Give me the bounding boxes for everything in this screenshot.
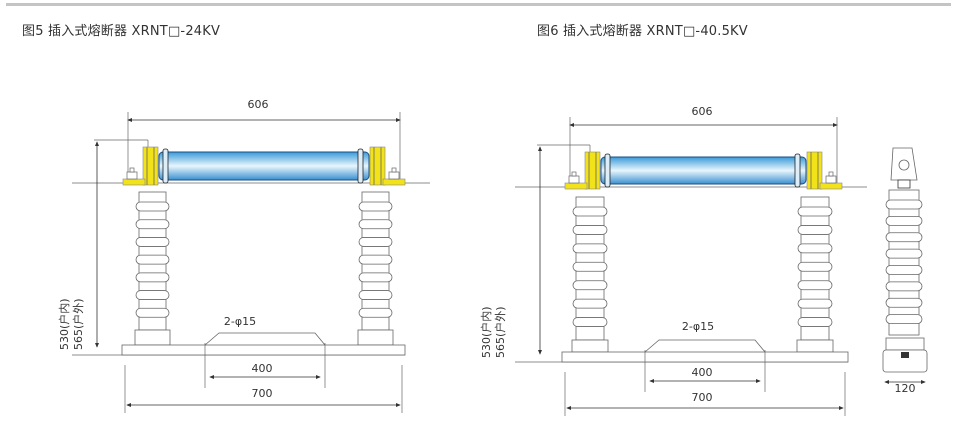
insulator-shed xyxy=(358,219,393,230)
dim-700: 700 xyxy=(252,387,273,400)
bracket-foot xyxy=(122,178,146,186)
tube-end-cap xyxy=(357,148,364,184)
insulator-shed xyxy=(797,317,833,327)
insulator-shed xyxy=(135,237,170,247)
dim-400: 400 xyxy=(692,366,713,379)
fuse-tube xyxy=(600,156,807,185)
insulator-shed xyxy=(135,219,170,230)
insulator-shed xyxy=(797,243,833,254)
height-outdoor: 565(户外) xyxy=(71,298,85,350)
dim-606: 606 xyxy=(692,105,713,118)
bolt-nut xyxy=(568,175,580,184)
insulator-shed xyxy=(885,297,923,308)
bolt-head xyxy=(391,167,397,173)
side-plate xyxy=(882,349,928,373)
height-outdoor: 565(户外) xyxy=(493,306,507,358)
insulator-body xyxy=(888,189,920,336)
insulator-shed xyxy=(797,206,833,217)
insulator-base xyxy=(796,339,834,353)
insulator-shed xyxy=(885,265,923,275)
insulator-base xyxy=(571,339,609,353)
insulator-shed xyxy=(885,281,923,292)
figure5-caption: 图5 插入式熔断器 XRNT□-24KV xyxy=(22,24,221,39)
insulator-shed xyxy=(572,206,608,217)
dim-400: 400 xyxy=(252,362,273,375)
insulator-shed xyxy=(572,298,608,309)
insulator-shed xyxy=(797,280,833,291)
bolt-head xyxy=(828,171,834,177)
insulator-shed xyxy=(135,201,170,212)
insulator-base xyxy=(134,329,171,346)
height-indoor: 530(户内) xyxy=(479,306,493,358)
base-plate xyxy=(121,344,406,356)
insulator-base xyxy=(357,329,394,346)
bolt-nut xyxy=(825,175,837,184)
figure6-drawing: 606 2-φ15 400 700 530(户内) 565(户外) 120 xyxy=(479,105,928,416)
height-indoor: 530(户内) xyxy=(57,298,71,350)
mounting-holes xyxy=(204,332,326,346)
side-contact-head xyxy=(890,147,918,181)
insulator-shed xyxy=(885,215,923,226)
insulator-shed xyxy=(358,201,393,212)
insulator-shed xyxy=(358,237,393,247)
side-contact-ring xyxy=(898,159,910,171)
insulator-shed xyxy=(135,254,170,265)
side-bolt xyxy=(901,352,909,358)
top-divider xyxy=(6,3,951,6)
bolt-head xyxy=(129,167,135,173)
tube-end-cap xyxy=(162,148,169,184)
insulator-shed xyxy=(358,272,393,283)
bracket-foot xyxy=(819,182,843,190)
side-contact-stem xyxy=(897,179,911,189)
insulator-shed xyxy=(572,243,608,254)
tube-end-cap xyxy=(604,153,611,188)
insulator-shed xyxy=(135,290,170,300)
dim-120: 120 xyxy=(895,382,916,395)
base-plate xyxy=(561,351,849,363)
bracket-foot xyxy=(382,178,406,186)
insulator-shed xyxy=(135,272,170,283)
insulator-shed xyxy=(885,248,923,259)
insulator-shed xyxy=(797,225,833,235)
bracket-foot xyxy=(564,182,588,190)
insulator-shed xyxy=(885,232,923,243)
insulator-shed xyxy=(797,261,833,272)
figure6-caption: 图6 插入式熔断器 XRNT□-40.5KV xyxy=(537,24,748,39)
side-base xyxy=(885,337,925,351)
tube-end-cap xyxy=(794,153,801,188)
insulator-shed xyxy=(572,280,608,291)
bolt-nut xyxy=(388,171,400,180)
bolt-head xyxy=(571,171,577,177)
insulator-shed xyxy=(797,298,833,309)
insulator-shed xyxy=(135,307,170,318)
holes-label: 2-φ15 xyxy=(224,315,256,328)
insulator-shed xyxy=(572,261,608,272)
insulator-shed xyxy=(885,314,923,325)
fuse-tube xyxy=(158,151,370,181)
bolt-nut xyxy=(126,171,138,180)
insulator-shed xyxy=(572,317,608,327)
mounting-holes xyxy=(644,339,766,353)
insulator-shed xyxy=(885,199,923,210)
insulator-shed xyxy=(572,225,608,235)
dim-700: 700 xyxy=(692,391,713,404)
figure5-drawing: 606 2-φ15 400 700 530(户内) 565(户外) xyxy=(57,98,430,413)
insulator-shed xyxy=(358,290,393,300)
insulator-shed xyxy=(358,307,393,318)
insulator-shed xyxy=(358,254,393,265)
dim-606: 606 xyxy=(248,98,269,111)
holes-label: 2-φ15 xyxy=(682,320,714,333)
